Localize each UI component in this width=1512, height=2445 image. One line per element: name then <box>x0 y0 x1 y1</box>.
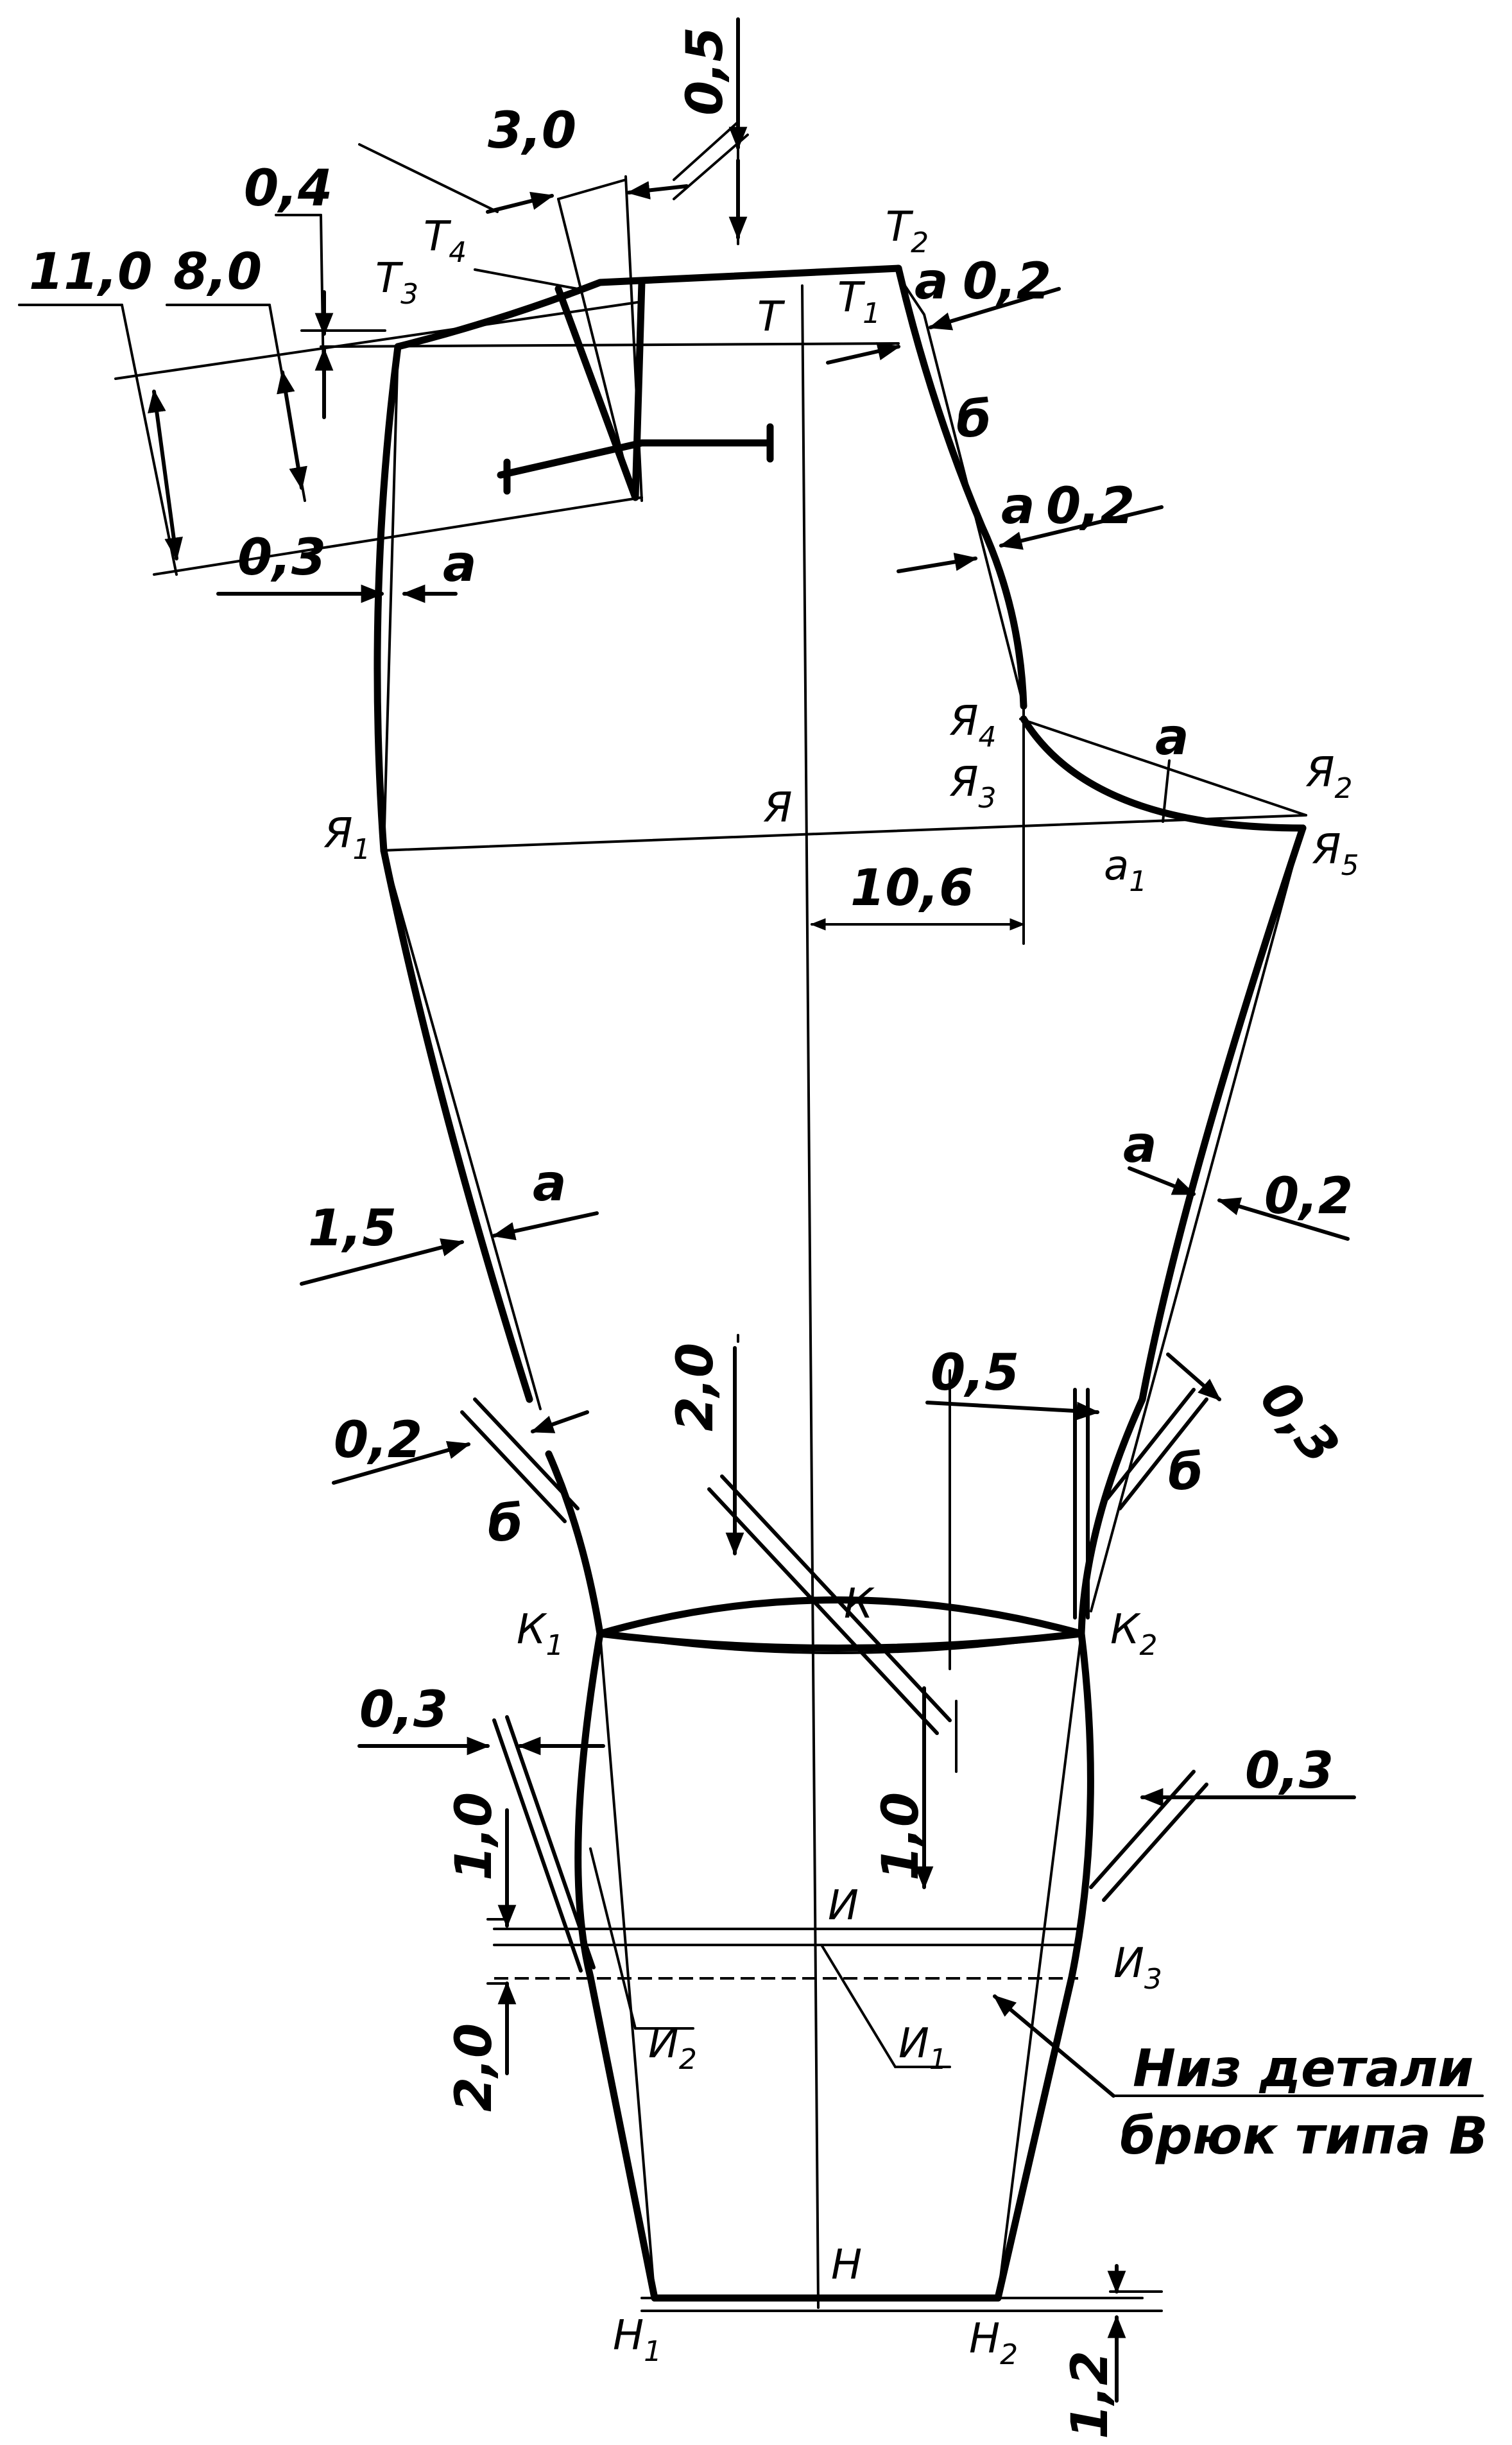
dim-10-6: 10,6 <box>850 860 974 917</box>
point-N: Н <box>831 2242 862 2289</box>
hip-line <box>381 814 1307 852</box>
side-seam-knee <box>545 1450 604 1637</box>
dim-11-0: 11,0 <box>29 243 152 301</box>
letter-labels: a б a a a a a б б <box>443 253 1203 1553</box>
dim-0-5-knee: 0,5 <box>931 1344 1019 1402</box>
point-K2: К2 <box>1110 1606 1157 1662</box>
point-Ya2: Я2 <box>1305 749 1352 805</box>
dim-0-3-waist: 0,3 <box>237 529 326 587</box>
dim-0-3-right-low: 0,3 <box>1245 1742 1334 1800</box>
dim-1-0-left: 1,0 <box>445 1792 503 1881</box>
point-Ya5: Я5 <box>1312 826 1359 882</box>
letter-a-seat: a <box>1155 709 1189 766</box>
dimension-arrows <box>148 17 1484 2403</box>
outseam-lower-thin <box>599 1632 656 2299</box>
point-a1: а1 <box>1104 842 1147 898</box>
inseam-lower-thin <box>997 1632 1083 2299</box>
pattern-outline <box>374 264 1307 2302</box>
letter-b-top: б <box>956 391 991 449</box>
dim-0-5-top: 0,5 <box>676 27 734 116</box>
T4-leader <box>474 268 579 290</box>
dart-top-guide <box>557 178 627 200</box>
inseam-lower <box>994 1630 1094 2302</box>
point-I3: И3 <box>1113 1940 1162 1996</box>
point-I: И <box>828 1882 859 1930</box>
dim-0-2-mid: 0,2 <box>1046 478 1135 535</box>
dim-0-4: 0,4 <box>244 160 332 218</box>
point-labels: Т Т1 Т2 Т3 Т4 Я Я1 Я2 Я3 Я4 Я5 а1 К К1 К… <box>323 203 1359 2371</box>
point-Ya1: Я1 <box>323 810 370 866</box>
letter-a-left: a <box>533 1155 567 1213</box>
letter-b-right: б <box>1168 1444 1203 1501</box>
dim-0-3-left-low: 0,3 <box>359 1681 448 1739</box>
side-seam-straight <box>382 345 399 852</box>
front-rise <box>895 264 1027 710</box>
point-I2: И2 <box>648 2020 697 2076</box>
letter-a-mid: a <box>1001 478 1035 535</box>
letter-b-left: б <box>488 1495 522 1553</box>
caption-line-2: брюк типа В <box>1120 2106 1488 2166</box>
point-Ya4: Я4 <box>949 698 996 754</box>
dim-0-3-knee: 0,3 <box>1248 1370 1350 1475</box>
caption: Низ детали брюк типа В <box>1120 2039 1488 2166</box>
dart <box>554 279 646 501</box>
point-T1: Т1 <box>838 274 881 330</box>
point-K1: К1 <box>517 1606 563 1662</box>
dart-base-line <box>153 496 643 576</box>
side-seam-lower-straight <box>382 849 542 1410</box>
d110-leader <box>121 304 178 576</box>
waist-extension-line <box>114 300 643 380</box>
dim-1-2: 1,2 <box>1061 2351 1119 2439</box>
point-T4: Т4 <box>424 213 467 269</box>
inseam-straight <box>1090 827 1304 1612</box>
dim-1-0-center: 1,0 <box>872 1792 930 1881</box>
dim-3-0: 3,0 <box>488 102 576 160</box>
dim-2-0-crotch: 2,0 <box>667 1343 725 1431</box>
point-Ya3: Я3 <box>949 759 996 815</box>
point-T3: Т3 <box>375 255 418 311</box>
dim-0-2-t1: 0,2 <box>963 253 1051 311</box>
letter-a-t1: a <box>915 253 949 311</box>
point-K: К <box>844 1580 875 1628</box>
dim-0-2-right: 0,2 <box>1264 1168 1353 1225</box>
point-I1: И1 <box>898 2020 947 2076</box>
point-T2: Т2 <box>886 203 929 259</box>
crease-line <box>801 284 820 2309</box>
crotch-curve <box>1020 715 1307 832</box>
chord-Ya4-Ya2 <box>1019 718 1307 816</box>
waist-curve <box>394 264 902 350</box>
point-T: Т <box>757 293 786 341</box>
dim-8-0: 8,0 <box>173 243 262 301</box>
point-N1: Н1 <box>613 2312 662 2368</box>
point-Ya: Я <box>763 784 792 832</box>
outseam-lower <box>574 1630 658 2302</box>
d05-slant-1 <box>673 121 739 181</box>
dart-extension <box>497 439 774 479</box>
letter-a-waist: a <box>443 535 477 593</box>
dim-0-2-left: 0,2 <box>334 1412 422 1469</box>
waist-construction-line <box>320 342 900 348</box>
side-seam-lower <box>380 847 533 1403</box>
inseam <box>1078 824 1307 1637</box>
letter-a-right: a <box>1123 1116 1157 1174</box>
dim-1-5: 1,5 <box>308 1200 397 1257</box>
knee-curve-lower <box>596 1630 1085 1652</box>
caption-line-1: Низ детали <box>1133 2039 1473 2098</box>
dim-2-0-left: 2,0 <box>445 2023 503 2112</box>
point-N2: Н2 <box>969 2315 1018 2371</box>
